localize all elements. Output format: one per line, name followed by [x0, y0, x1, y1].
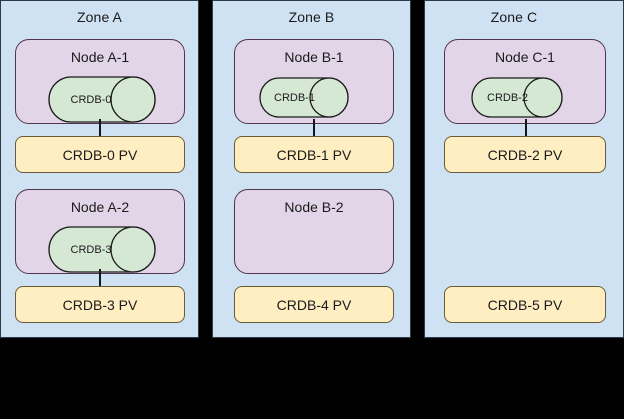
volume-label-crdb-2-pv: CRDB-2 PV [487, 146, 563, 163]
node-container-a-1[interactable]: Node A-1 CRDB-0 [15, 39, 185, 124]
node-volume-connector-c-1 [525, 119, 527, 137]
volume-box-crdb-0-pv[interactable]: CRDB-0 PV [15, 136, 185, 173]
volume-label-crdb-0-pv: CRDB-0 PV [62, 146, 138, 163]
node-title-a-2: Node A-2 [70, 199, 130, 215]
node-volume-connector-b-1 [313, 119, 315, 137]
zone-title-a: Zone A [77, 9, 122, 25]
volume-label-crdb-3-pv: CRDB-3 PV [62, 296, 138, 313]
node-container-b-1[interactable]: Node B-1 CRDB-1 [234, 39, 394, 124]
zone-container-c: Zone C Node C-1 CRDB-2 CRDB-2 PV CRDB-5 … [424, 0, 624, 338]
database-cylinder-crdb-0[interactable]: CRDB-0 [48, 76, 156, 123]
volume-label-crdb-1-pv: CRDB-1 PV [276, 146, 352, 163]
volume-box-crdb-3-pv[interactable]: CRDB-3 PV [15, 286, 185, 323]
volume-label-crdb-5-pv: CRDB-5 PV [487, 296, 563, 313]
node-container-a-2[interactable]: Node A-2 CRDB-3 [15, 189, 185, 274]
node-container-b-2[interactable]: Node B-2 [234, 189, 394, 274]
node-volume-connector-a-2 [99, 269, 101, 287]
zone-container-b: Zone B Node B-1 CRDB-1 CRDB-1 PV Node B-… [212, 0, 411, 338]
database-cylinder-crdb-1[interactable]: CRDB-1 [259, 77, 349, 118]
node-container-c-1[interactable]: Node C-1 CRDB-2 [444, 39, 606, 124]
zone-title-c: Zone C [490, 9, 538, 25]
node-title-a-1: Node A-1 [70, 49, 130, 65]
volume-box-crdb-2-pv[interactable]: CRDB-2 PV [444, 136, 606, 173]
node-volume-connector-a-1 [99, 119, 101, 137]
volume-label-crdb-4-pv: CRDB-4 PV [276, 296, 352, 313]
node-title-b-1: Node B-1 [284, 49, 344, 65]
volume-box-crdb-5-pv[interactable]: CRDB-5 PV [444, 286, 606, 323]
zone-title-b: Zone B [288, 9, 335, 25]
database-cylinder-crdb-3[interactable]: CRDB-3 [48, 226, 156, 273]
database-cylinder-crdb-2[interactable]: CRDB-2 [471, 77, 563, 118]
volume-box-crdb-4-pv[interactable]: CRDB-4 PV [234, 286, 394, 323]
node-title-b-2: Node B-2 [284, 199, 344, 215]
zone-container-a: Zone A Node A-1 CRDB-0 CRDB-0 PV Node A-… [0, 0, 199, 338]
volume-box-crdb-1-pv[interactable]: CRDB-1 PV [234, 136, 394, 173]
node-title-c-1: Node C-1 [495, 49, 555, 65]
